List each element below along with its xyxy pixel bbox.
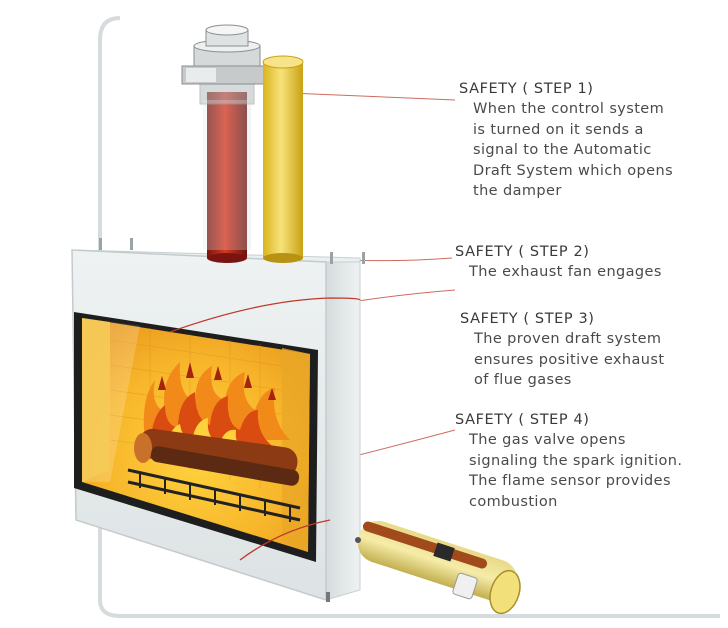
gas-valve-tube [355, 520, 521, 615]
step-2-title: SAFETY ( STEP 2) [455, 244, 590, 260]
safety-step-3: SAFETY ( STEP 3) The proven draft system… [460, 310, 664, 391]
step-1-title: SAFETY ( STEP 1) [459, 81, 594, 97]
yellow-pipe [262, 55, 304, 263]
step-2-text: The exhaust fan engages [469, 264, 662, 280]
safety-step-1: SAFETY ( STEP 1) When the control system… [459, 80, 673, 202]
step-4-title: SAFETY ( STEP 4) [455, 412, 590, 428]
flue-pipe [181, 24, 271, 263]
top-screws [99, 238, 365, 264]
outline-frame [98, 16, 720, 618]
logs [134, 428, 300, 486]
control-wire [169, 297, 361, 333]
grate [127, 468, 301, 522]
safety-step-4: SAFETY ( STEP 4) The gas valve opens sig… [455, 411, 682, 512]
housing-side [325, 261, 361, 601]
step-3-text: The proven draft system ensures positive… [474, 331, 665, 388]
step-4-text: The gas valve opens signaling the spark … [469, 432, 683, 510]
step-1-text: When the control system is turned on it … [473, 101, 674, 199]
safety-step-2: SAFETY ( STEP 2) The exhaust fan engages [455, 243, 662, 283]
step-3-title: SAFETY ( STEP 3) [460, 311, 595, 327]
